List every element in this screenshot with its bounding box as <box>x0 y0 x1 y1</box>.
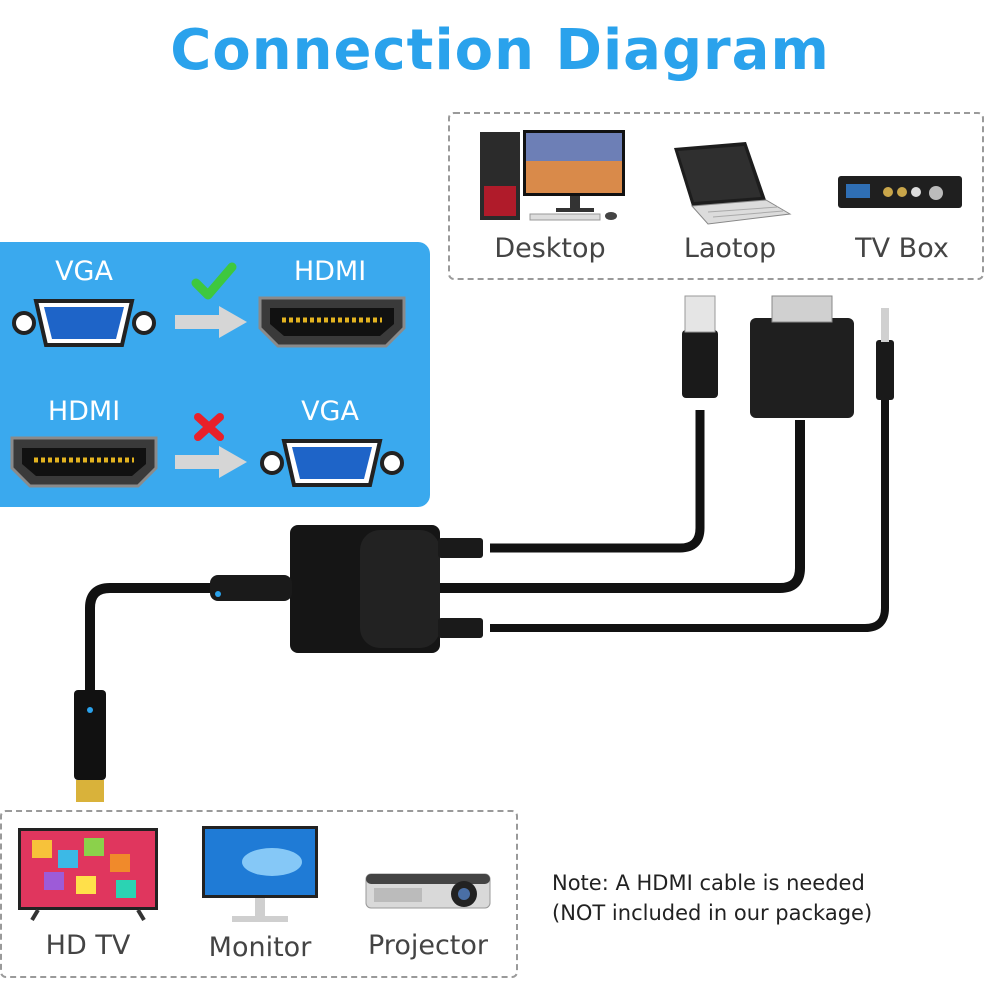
adapter-illustration <box>74 295 894 802</box>
source-devices-box <box>448 112 984 280</box>
compat-row1-to: HDMI <box>293 256 367 287</box>
device-label-hd-tv: HD TV <box>45 930 131 961</box>
note-line-1: Note: A HDMI cable is needed <box>552 871 865 895</box>
device-label-desktop: Desktop <box>494 233 606 264</box>
arrow-right-icon <box>175 306 247 338</box>
hdmi-cable-note: Note: A HDMI cable is needed (NOT includ… <box>552 868 972 928</box>
checkmark-icon <box>191 262 237 300</box>
usb-cable <box>490 410 705 553</box>
vga-cable <box>440 420 805 593</box>
device-label-projector: Projector <box>368 930 488 961</box>
tv-box-icon <box>838 176 962 208</box>
display-devices-box <box>0 810 518 978</box>
compat-row2-to: VGA <box>301 396 359 427</box>
monitor-icon <box>202 826 318 922</box>
projector-icon <box>365 873 491 909</box>
desktop-computer-icon <box>480 130 625 221</box>
hdmi-port-icon <box>258 296 406 348</box>
compat-row1-from: VGA <box>55 256 113 287</box>
vga-port-icon <box>260 439 404 487</box>
hdmi-port-icon <box>10 436 158 488</box>
hdmi-cable <box>85 583 290 690</box>
page-title: Connection Diagram <box>170 18 830 83</box>
device-label-tv-box: TV Box <box>855 233 949 264</box>
audio-cable <box>490 400 889 632</box>
arrow-right-icon <box>175 446 247 478</box>
hd-tv-icon <box>18 828 158 922</box>
note-line-2: (NOT included in our package) <box>552 901 873 925</box>
cross-icon <box>194 413 224 441</box>
device-label-laptop: Laotop <box>683 233 777 264</box>
vga-port-icon <box>12 299 156 347</box>
compat-row2-from: HDMI <box>47 396 121 427</box>
device-label-monitor: Monitor <box>208 932 312 963</box>
laptop-icon <box>674 142 792 225</box>
